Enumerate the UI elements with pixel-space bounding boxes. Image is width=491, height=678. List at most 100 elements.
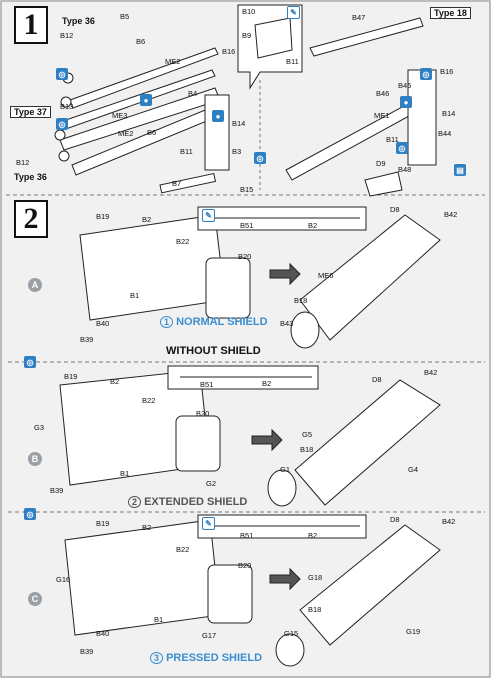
part-label: B2: [110, 377, 120, 386]
part-label: D8: [390, 515, 400, 524]
part-label: B10: [242, 7, 256, 16]
part-label: B22: [142, 396, 156, 405]
part-label: B15: [240, 185, 254, 194]
part-label: B51: [240, 531, 254, 540]
variant-b-art: [59, 369, 441, 507]
part-label: B1: [130, 291, 140, 300]
part-label: B18: [308, 605, 322, 614]
part-label: B43: [280, 319, 294, 328]
part-label: ME2: [165, 57, 181, 66]
part-label: B42: [424, 368, 438, 377]
type-label: Type 18: [430, 7, 471, 19]
part-label: G15: [284, 629, 299, 638]
part-label: B6: [136, 37, 146, 46]
part-label: B12: [16, 158, 30, 167]
part-label: B1: [120, 469, 130, 478]
part-label: B6: [147, 128, 157, 137]
part-label: ME1: [374, 111, 390, 120]
cement-icon: ◎: [396, 142, 408, 154]
part-label: B11: [180, 147, 193, 156]
caption-number: 2: [128, 496, 142, 508]
part-label: B20: [196, 409, 210, 418]
cement-icon: ◎: [420, 68, 432, 80]
variant-c-caption: 3 PRESSED SHIELD: [150, 652, 262, 664]
variant-a-art: [79, 214, 441, 349]
step-2-number: 2: [14, 200, 48, 238]
part-label: B18: [294, 296, 308, 305]
part-label: B7: [172, 179, 182, 188]
part-label: B1: [154, 615, 164, 624]
part-label: B18: [300, 445, 314, 454]
part-label: B39: [80, 647, 94, 656]
cement-icon: ◎: [24, 356, 36, 368]
part-label: B16: [222, 47, 236, 56]
part-label: B16: [440, 67, 454, 76]
cement-icon: ◎: [56, 118, 68, 130]
right-barrels-art: [285, 17, 437, 197]
part-label: G2: [206, 479, 217, 488]
caption-number: 3: [150, 652, 164, 664]
part-label: B2: [308, 531, 318, 540]
part-label: B48: [398, 165, 412, 174]
paint-icon: ✎: [202, 517, 215, 530]
part-label: B11: [386, 135, 399, 144]
part-label: B2: [308, 221, 318, 230]
part-label: B42: [444, 210, 458, 219]
part-label: ME2: [118, 129, 134, 138]
drop-icon: ●: [140, 94, 152, 106]
variant-a-caption: 1 NORMAL SHIELD: [160, 316, 268, 328]
part-label: B40: [96, 629, 110, 638]
part-label: B5: [120, 12, 130, 21]
variant-c-art: [64, 519, 441, 667]
part-label: B4: [188, 89, 198, 98]
part-label: B22: [176, 237, 190, 246]
part-label: G1: [280, 465, 291, 474]
part-label: D8: [390, 205, 400, 214]
part-label: B3: [232, 147, 242, 156]
part-label: B2: [142, 523, 152, 532]
variant-b-badge: B: [28, 452, 42, 466]
part-label: B20: [238, 252, 252, 261]
part-label: G5: [302, 430, 313, 439]
variant-a-badge: A: [28, 278, 42, 292]
part-label: ME6: [318, 271, 334, 280]
part-label: D8: [372, 375, 382, 384]
part-label: B20: [238, 561, 252, 570]
part-label: G4: [408, 465, 419, 474]
caption-text: PRESSED SHIELD: [166, 652, 263, 664]
paint-icon: ✎: [287, 6, 300, 19]
cement-icon: ◎: [56, 68, 68, 80]
part-label: D9: [376, 159, 386, 168]
part-label: B42: [442, 517, 456, 526]
part-label: B45: [398, 81, 412, 90]
part-label: B19: [64, 372, 78, 381]
part-label: B39: [80, 335, 94, 344]
part-label: B47: [352, 13, 366, 22]
part-label: G16: [56, 575, 71, 584]
cement-icon: ◎: [24, 508, 36, 520]
variant-c-badge: C: [28, 592, 42, 606]
part-label: B51: [240, 221, 254, 230]
part-label: B39: [50, 486, 64, 495]
part-label: B2: [262, 379, 272, 388]
variant-b-caption: 2 EXTENDED SHIELD: [128, 496, 247, 508]
part-label: G19: [406, 627, 421, 636]
part-label: G17: [202, 631, 217, 640]
drop-icon: ●: [212, 110, 224, 122]
film-icon: ▤: [454, 164, 466, 176]
caption-number: 1: [160, 316, 174, 328]
part-label: B51: [200, 380, 214, 389]
part-label: B19: [96, 519, 110, 528]
cement-icon: ◎: [254, 152, 266, 164]
type-label: Type 36: [62, 16, 95, 26]
part-label: B46: [376, 89, 390, 98]
part-label: B14: [232, 119, 246, 128]
without-shield-heading: WITHOUT SHIELD: [166, 345, 261, 357]
part-label: B44: [438, 129, 452, 138]
part-label: B9: [242, 31, 252, 40]
caption-text: NORMAL SHIELD: [176, 316, 268, 328]
part-label: B13: [60, 102, 74, 111]
part-label: B22: [176, 545, 190, 554]
